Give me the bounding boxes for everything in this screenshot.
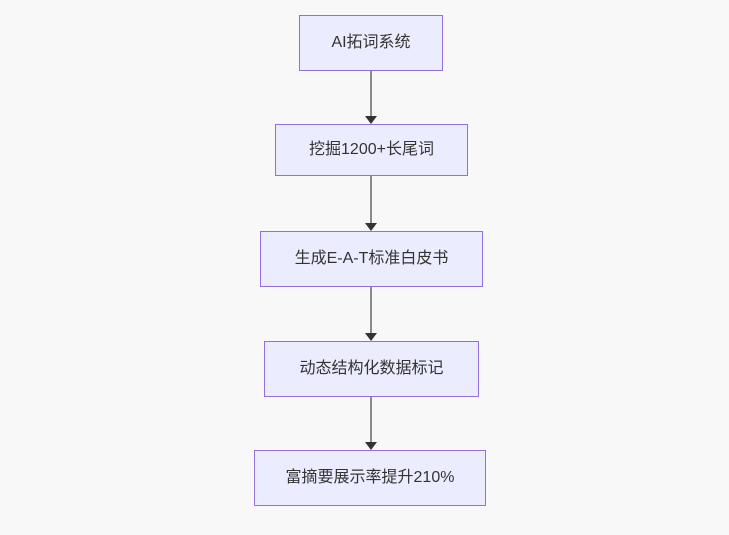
arrowhead-down-icon [365,333,377,341]
flowchart-edge-d-e [364,397,378,450]
node-label: 富摘要展示率提升210% [285,469,455,487]
node-label: 动态结构化数据标记 [299,360,444,378]
arrowhead-down-icon [365,223,377,231]
node-label: AI拓词系统 [331,34,411,52]
node-label: 挖掘1200+长尾词 [309,141,434,159]
arrowhead-down-icon [365,116,377,124]
flowchart-node-ai-keyword-system: AI拓词系统 [299,15,443,71]
edge-line [370,71,372,116]
edge-line [370,176,372,223]
node-label: 生成E-A-T标准白皮书 [294,250,449,268]
flowchart-edge-b-c [364,176,378,231]
flowchart-node-eat-whitepaper: 生成E-A-T标准白皮书 [260,231,483,287]
flowchart-node-longtail-mining: 挖掘1200+长尾词 [275,124,468,176]
arrowhead-down-icon [365,442,377,450]
flowchart-edge-c-d [364,287,378,341]
flowchart-node-structured-data: 动态结构化数据标记 [264,341,479,397]
flowchart-node-rich-snippet-result: 富摘要展示率提升210% [254,450,486,506]
edge-line [370,287,372,333]
edge-line [370,397,372,442]
flowchart-edge-a-b [364,71,378,124]
